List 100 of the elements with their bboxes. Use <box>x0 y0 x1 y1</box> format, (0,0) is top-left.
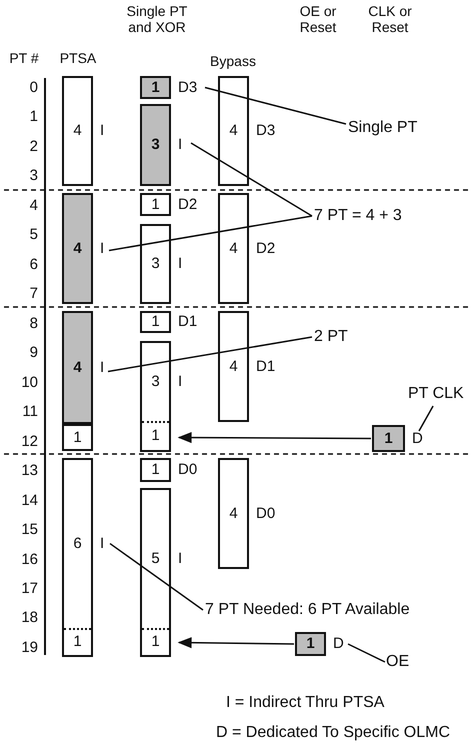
routing-mark: D3 <box>178 78 198 96</box>
term-count: 1 <box>150 78 161 96</box>
routing-mark: D0 <box>256 504 276 522</box>
row-number: 3 <box>28 168 38 184</box>
term-count: 1 <box>383 430 394 448</box>
product-term-block <box>62 76 93 186</box>
routing-mark: I <box>178 136 182 154</box>
row-number: 17 <box>20 580 38 597</box>
row-number: 0 <box>28 80 38 96</box>
product-term-block <box>62 193 93 304</box>
row-number: 13 <box>20 463 38 480</box>
routing-mark: I <box>100 240 104 258</box>
term-count: 3 <box>150 373 161 391</box>
leader-line <box>108 215 312 252</box>
term-count: 3 <box>150 255 161 273</box>
row-number: 18 <box>20 610 38 626</box>
column-header: PT # <box>8 50 40 66</box>
row-number: 8 <box>28 316 38 332</box>
callout-text: Single PT <box>348 118 418 138</box>
column-header: OE or Reset <box>298 3 338 35</box>
term-count: 4 <box>72 122 83 140</box>
row-number: 16 <box>20 552 38 568</box>
row-number: 19 <box>20 640 38 656</box>
term-count: 1 <box>150 196 161 214</box>
row-number: 9 <box>28 345 38 362</box>
leader-line <box>190 142 312 217</box>
routing-mark: I <box>100 122 104 140</box>
row-number: 15 <box>20 522 38 538</box>
routing-mark: D2 <box>256 240 276 258</box>
term-count: 1 <box>305 635 316 653</box>
leader-line <box>108 336 312 372</box>
column-header: Bypass <box>209 53 257 69</box>
product-term-block <box>62 424 93 451</box>
product-term-block <box>295 632 326 656</box>
column-header: CLK or Reset <box>368 3 412 35</box>
product-term-block <box>218 193 249 304</box>
term-count: 1 <box>72 632 83 650</box>
product-term-block <box>140 458 171 482</box>
column-header: PTSA <box>58 50 98 66</box>
term-count: 4 <box>228 504 239 522</box>
product-term-block <box>218 458 249 569</box>
legend-note: D = Dedicated To Specific OLMC <box>216 725 452 741</box>
term-count: 4 <box>228 358 239 376</box>
row-number: 1 <box>28 109 38 126</box>
term-count: 4 <box>72 358 83 376</box>
routing-mark: I <box>178 255 182 273</box>
term-count: 1 <box>150 461 161 479</box>
row-number: 12 <box>20 434 38 450</box>
row-number: 14 <box>20 492 38 509</box>
routing-mark: D <box>333 635 344 653</box>
row-number: 5 <box>28 227 38 244</box>
term-count: 1 <box>150 426 161 444</box>
row-number: 11 <box>21 404 38 420</box>
row-number: 2 <box>28 138 38 155</box>
routing-mark: D2 <box>178 196 198 214</box>
leader-line <box>348 643 386 663</box>
routing-mark: I <box>178 550 182 568</box>
term-count: 1 <box>72 428 83 446</box>
column-header: Single PT and XOR <box>126 3 188 35</box>
callout-text: 7 PT Needed: 6 PT Available <box>205 600 410 620</box>
product-term-block <box>140 104 171 186</box>
term-count: 1 <box>150 632 161 650</box>
callout-text: PT CLK <box>408 384 464 404</box>
product-term-block <box>218 76 249 186</box>
leader-line <box>110 542 204 611</box>
product-term-block <box>218 311 249 422</box>
arrow <box>178 637 294 648</box>
legend-note: I = Indirect Thru PTSA <box>226 695 386 711</box>
routing-mark: D1 <box>256 358 276 376</box>
row-number: 7 <box>28 286 38 302</box>
term-count: 3 <box>150 136 161 154</box>
product-term-block <box>140 488 171 657</box>
product-term-block <box>140 341 171 452</box>
row-number: 6 <box>28 256 38 273</box>
routing-mark: D1 <box>178 313 198 331</box>
product-term-block <box>140 311 171 333</box>
term-count: 4 <box>72 240 83 258</box>
product-term-block <box>140 76 171 99</box>
product-term-block <box>62 458 93 657</box>
product-term-block <box>140 224 171 304</box>
routing-mark: I <box>100 535 104 553</box>
term-count: 1 <box>150 313 161 331</box>
routing-mark: D3 <box>256 122 276 140</box>
product-term-block <box>140 193 171 216</box>
row-number: 10 <box>20 374 38 391</box>
product-term-block <box>62 311 93 424</box>
routing-mark: D0 <box>178 461 198 479</box>
callout-text: 2 PT <box>314 327 348 347</box>
term-count: 4 <box>228 240 239 258</box>
row-number: 4 <box>28 198 38 214</box>
callout-text: OE <box>386 652 410 672</box>
routing-mark: I <box>100 358 104 376</box>
leader-line <box>418 406 434 432</box>
callout-text: 7 PT = 4 + 3 <box>314 206 402 226</box>
product-term-block <box>372 425 405 452</box>
arrow <box>178 432 371 444</box>
term-count: 6 <box>72 535 83 553</box>
term-count: 4 <box>228 122 239 140</box>
routing-mark: I <box>178 373 182 391</box>
term-count: 5 <box>150 550 161 568</box>
